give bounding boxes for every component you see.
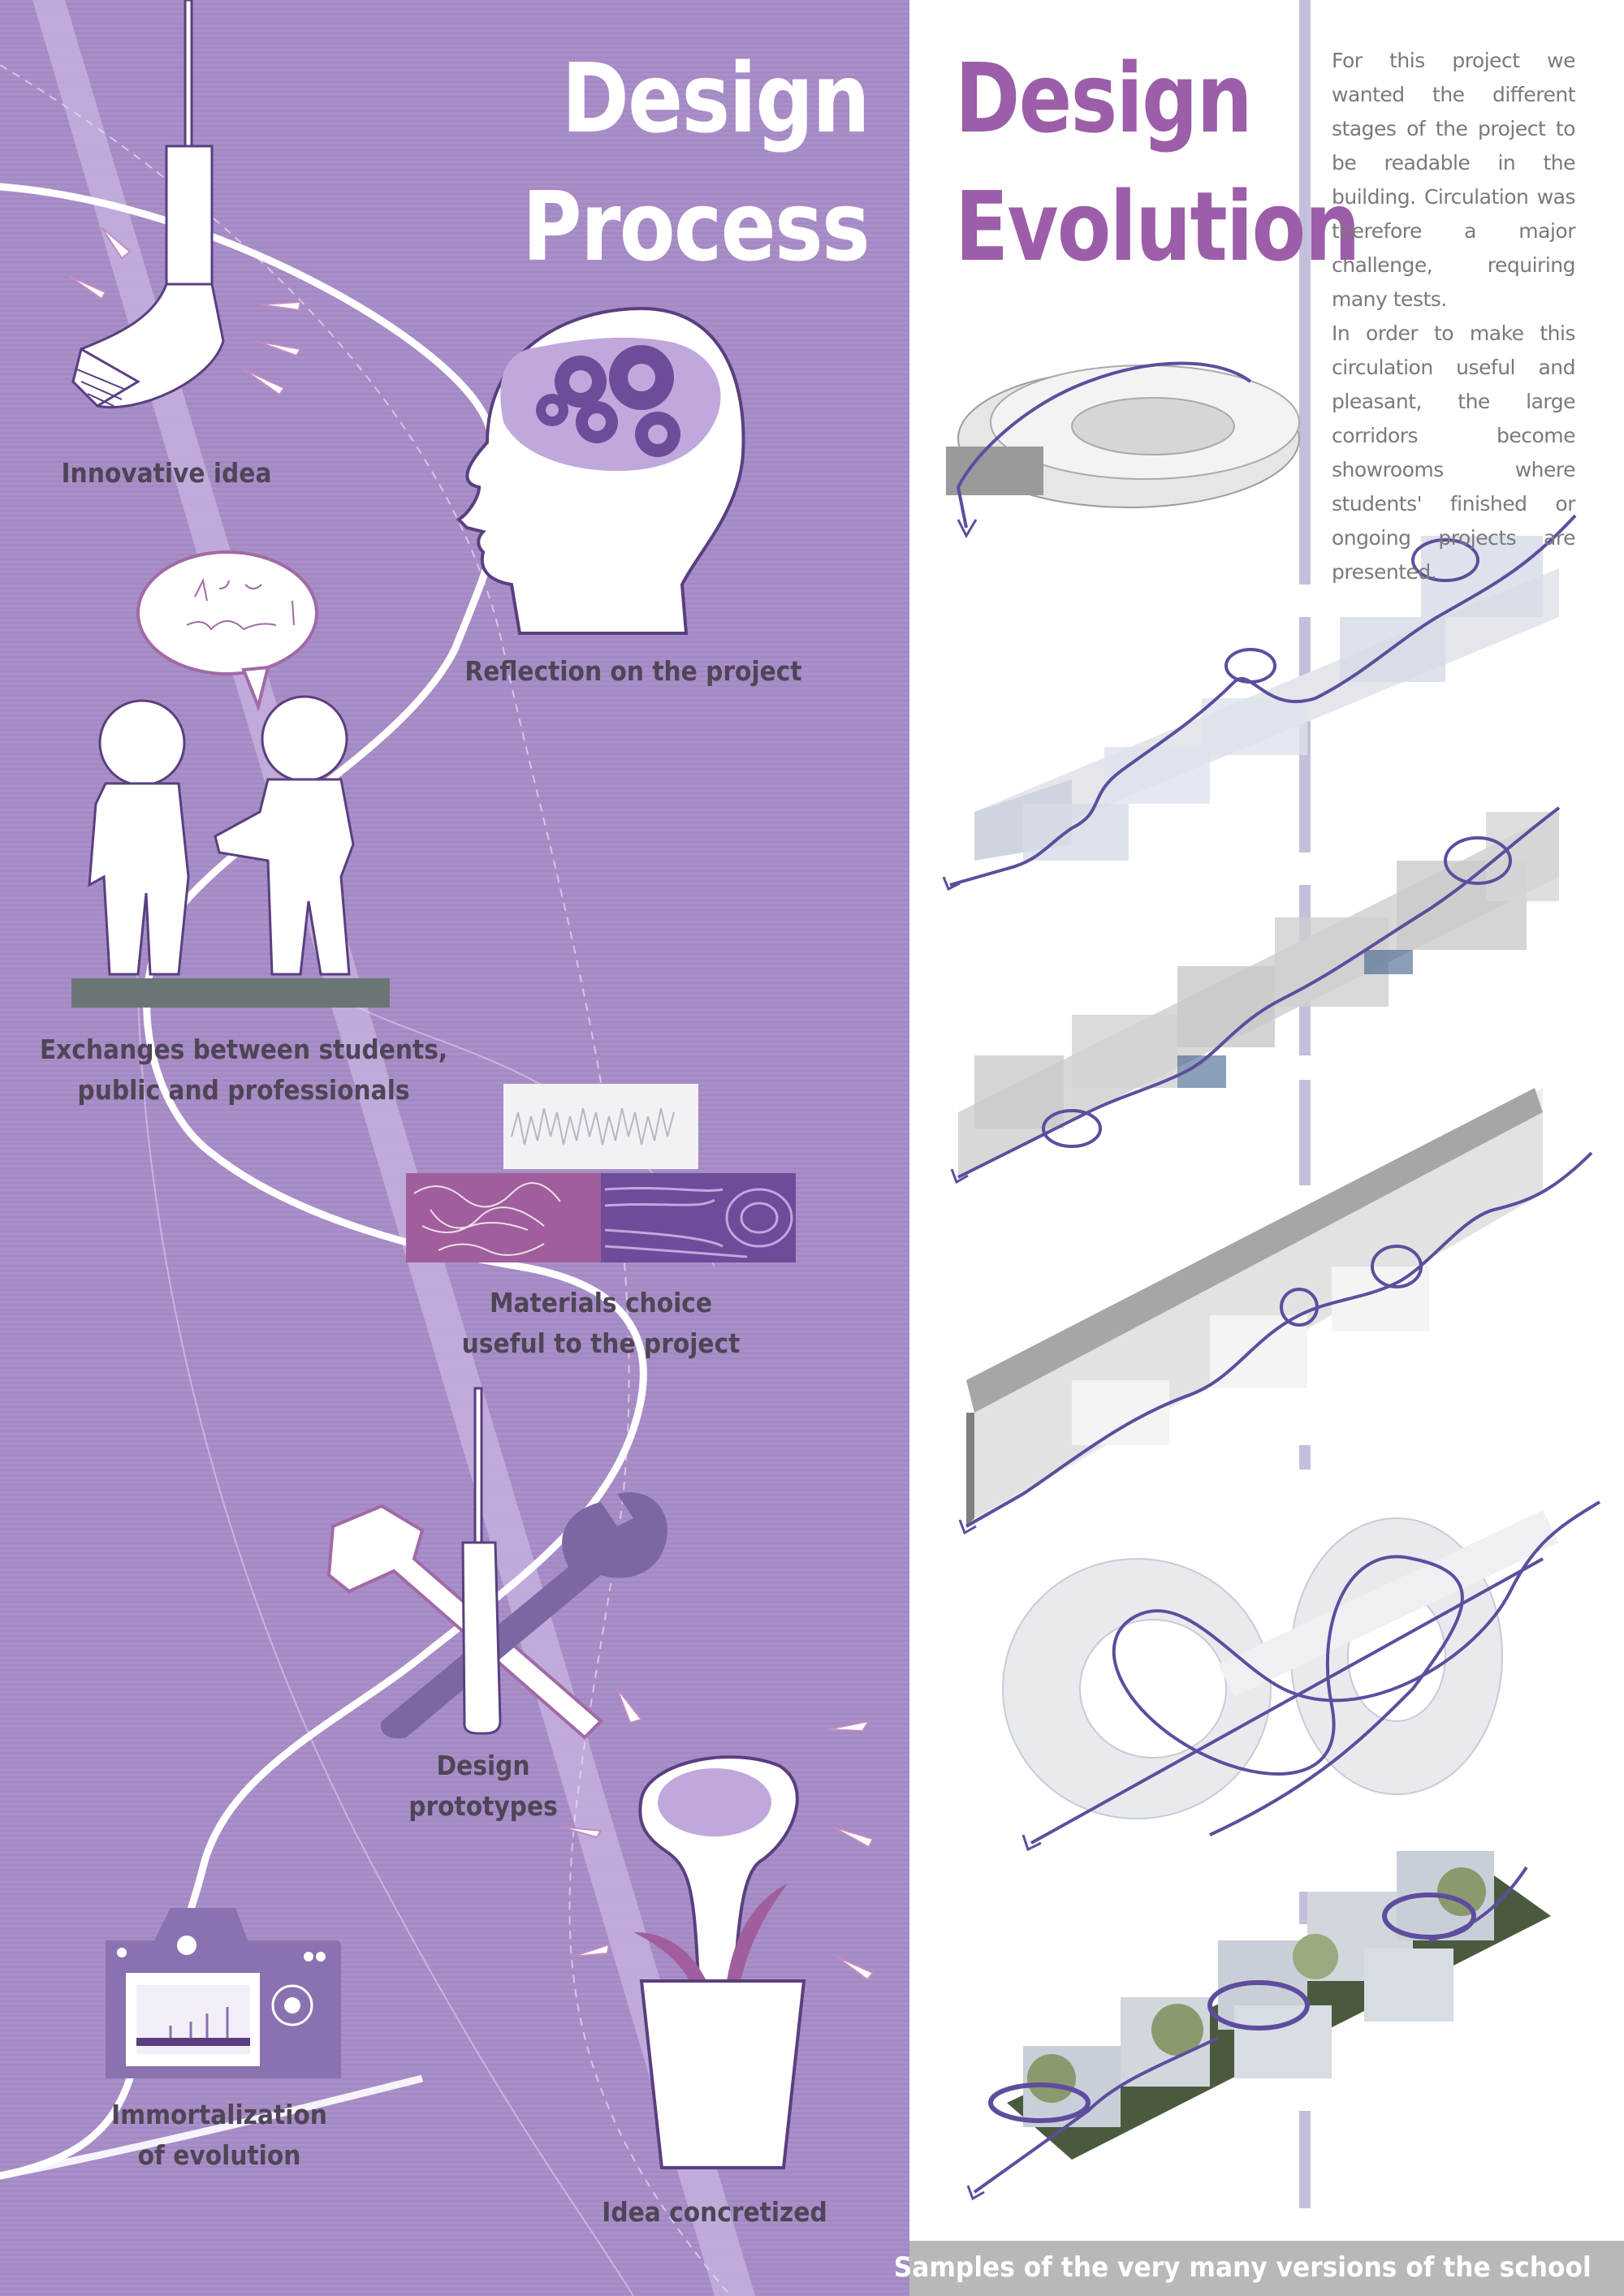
step-label-immortalization-2: of evolution [137,2139,301,2171]
footer-bar: Samples of the very many versions of the… [894,2241,1624,2296]
model-school [966,1851,1551,2201]
footer-caption: Samples of the very many versions of the… [893,2251,1592,2284]
process-panel [0,0,909,2296]
step-label-materials-1: Materials choice [489,1287,713,1318]
model-ring [946,361,1300,539]
camera-icon [106,1908,341,2078]
process-title-line2: Process [522,170,870,283]
step-label-reflection: Reflection on the project [464,655,802,687]
step-label-prototypes-2: prototypes [408,1790,558,1822]
step-label-exchanges-1: Exchanges between students, [39,1034,448,1065]
step-label-materials-2: useful to the project [461,1327,741,1359]
step-label-prototypes-1: Design [436,1750,530,1781]
model-infinity [1002,1500,1601,1852]
model-slab [958,1088,1593,1535]
evolution-title-line1: Design [955,42,1253,154]
head-gears-icon [456,306,745,635]
materials-swatch-icon [406,1084,796,1262]
tools-icon [326,1387,667,1740]
model-bar [942,514,1577,891]
speech-bubble-icon [136,550,318,712]
step-label-exchanges-2: public and professionals [77,1074,410,1106]
step-label-idea-concretized: Idea concretized [602,2196,827,2228]
step-label-immortalization-1: Immortalization [111,2099,327,2130]
step-label-innovative-idea: Innovative idea [61,457,272,489]
light-bulb-icon [68,0,302,408]
two-people-icon [71,695,390,1008]
intro-paragraph-2: In order to make this circulation useful… [1332,322,1576,584]
intro-paragraph-1: For this project we wanted the different… [1332,49,1576,311]
evolution-panel [942,0,1601,2208]
process-title-line1: Design [561,42,870,154]
intro-text: For this project we wanted the different… [1332,44,1576,589]
model-boxes [950,806,1561,1185]
evolution-title-line2: Evolution [955,170,1360,283]
plant-pot-icon [559,1720,875,2169]
